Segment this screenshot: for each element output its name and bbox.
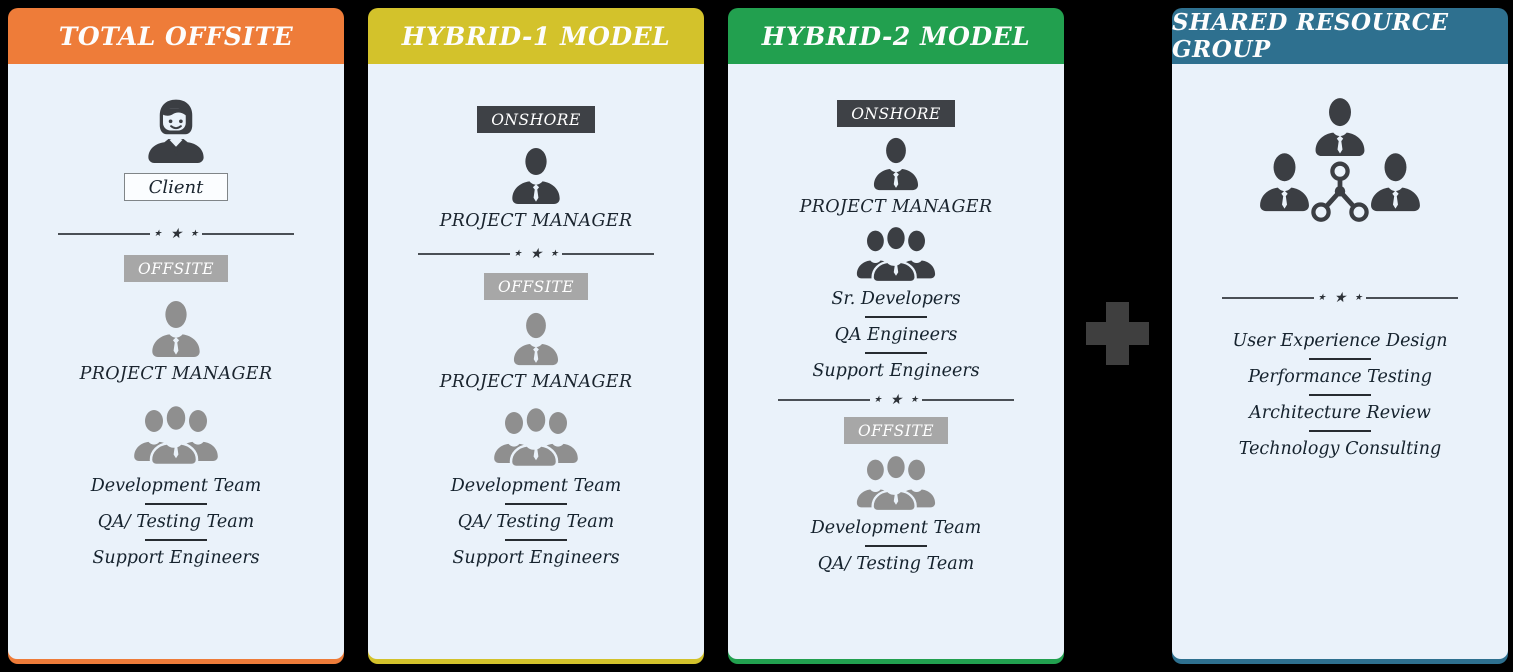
team-icon xyxy=(492,406,580,468)
team-icon xyxy=(132,404,220,466)
star-icon xyxy=(874,396,882,405)
service-item: Technology Consulting xyxy=(1238,439,1442,459)
star-icon xyxy=(890,393,903,407)
project-manager-icon xyxy=(873,137,919,191)
card-header: HYBRID-1 MODEL xyxy=(368,8,704,64)
onshore-badge: ONSHORE xyxy=(837,100,955,127)
card-header: HYBRID-2 MODEL xyxy=(728,8,1064,64)
item-divider xyxy=(1309,430,1371,432)
project-manager-label: PROJECT MANAGER xyxy=(439,211,633,231)
team-item: Support Engineers xyxy=(452,548,620,568)
star-icon xyxy=(550,250,558,259)
star-divider xyxy=(368,247,704,261)
offsite-badge: OFFSITE xyxy=(484,273,588,300)
star-icon xyxy=(514,250,522,259)
star-icon xyxy=(910,396,918,405)
client-label: Client xyxy=(148,176,204,198)
card-header: SHARED RESOURCE GROUP xyxy=(1172,8,1508,64)
client-icon xyxy=(147,98,205,163)
client-label-box: Client xyxy=(124,173,228,201)
star-icon xyxy=(1334,291,1347,305)
star-divider xyxy=(8,227,344,241)
team-item: QA Engineers xyxy=(834,325,958,345)
project-manager-icon xyxy=(513,312,559,366)
star-divider xyxy=(1172,291,1508,305)
service-item: Performance Testing xyxy=(1248,367,1432,387)
team-item: Development Team xyxy=(90,476,262,496)
card-body: ONSHORE PROJECT MANAGER OFFSITE PROJECT … xyxy=(368,64,704,659)
project-manager-icon xyxy=(152,300,200,358)
card-hybrid-1-model: HYBRID-1 MODEL ONSHORE PROJECT MANAGER O… xyxy=(368,8,704,664)
team-item: Development Team xyxy=(810,518,982,538)
team-item: Sr. Developers xyxy=(831,289,961,309)
card-title: SHARED RESOURCE GROUP xyxy=(1172,9,1449,63)
card-total-offsite: TOTAL OFFSITE Client OFFSITE PROJECT MAN… xyxy=(8,8,344,664)
card-body: ONSHORE PROJECT MANAGER Sr. Developers Q… xyxy=(728,64,1064,659)
project-manager-label: PROJECT MANAGER xyxy=(439,372,633,392)
team-item: QA/ Testing Team xyxy=(457,512,615,532)
shared-resource-icon xyxy=(1245,98,1435,255)
project-manager-label: PROJECT MANAGER xyxy=(79,364,273,384)
item-divider xyxy=(865,316,927,318)
star-icon xyxy=(530,247,543,261)
plus-icon xyxy=(1086,302,1149,365)
item-divider xyxy=(145,503,207,505)
item-divider xyxy=(865,545,927,547)
team-item: QA/ Testing Team xyxy=(97,512,255,532)
card-header: TOTAL OFFSITE xyxy=(8,8,344,64)
star-icon xyxy=(170,227,183,241)
project-manager-icon xyxy=(512,147,560,205)
item-divider xyxy=(1309,358,1371,360)
project-manager-label: PROJECT MANAGER xyxy=(799,197,993,217)
offsite-badge: OFFSITE xyxy=(124,255,228,282)
star-icon xyxy=(1354,294,1362,303)
star-icon xyxy=(154,230,162,239)
team-icon xyxy=(855,454,937,512)
service-item: Architecture Review xyxy=(1249,403,1431,423)
item-divider xyxy=(505,503,567,505)
onshore-badge: ONSHORE xyxy=(477,106,595,133)
item-divider xyxy=(505,539,567,541)
team-item: Support Engineers xyxy=(812,361,980,381)
item-divider xyxy=(145,539,207,541)
team-icon xyxy=(855,225,937,283)
card-title: TOTAL OFFSITE xyxy=(58,21,294,51)
service-item: User Experience Design xyxy=(1232,331,1448,351)
star-divider xyxy=(728,393,1064,407)
card-shared-resource-group: SHARED RESOURCE GROUP User Experience De… xyxy=(1172,8,1508,664)
card-hybrid-2-model: HYBRID-2 MODEL ONSHORE PROJECT MANAGER S… xyxy=(728,8,1064,664)
card-title: HYBRID-1 MODEL xyxy=(401,21,671,51)
star-icon xyxy=(190,230,198,239)
card-body: Client OFFSITE PROJECT MANAGER Developme… xyxy=(8,64,344,659)
card-body: User Experience Design Performance Testi… xyxy=(1172,64,1508,659)
team-item: Support Engineers xyxy=(92,548,260,568)
offsite-badge: OFFSITE xyxy=(844,417,948,444)
card-title: HYBRID-2 MODEL xyxy=(761,21,1031,51)
team-item: Development Team xyxy=(450,476,622,496)
item-divider xyxy=(865,352,927,354)
team-item: QA/ Testing Team xyxy=(817,554,975,574)
star-icon xyxy=(1318,294,1326,303)
item-divider xyxy=(1309,394,1371,396)
